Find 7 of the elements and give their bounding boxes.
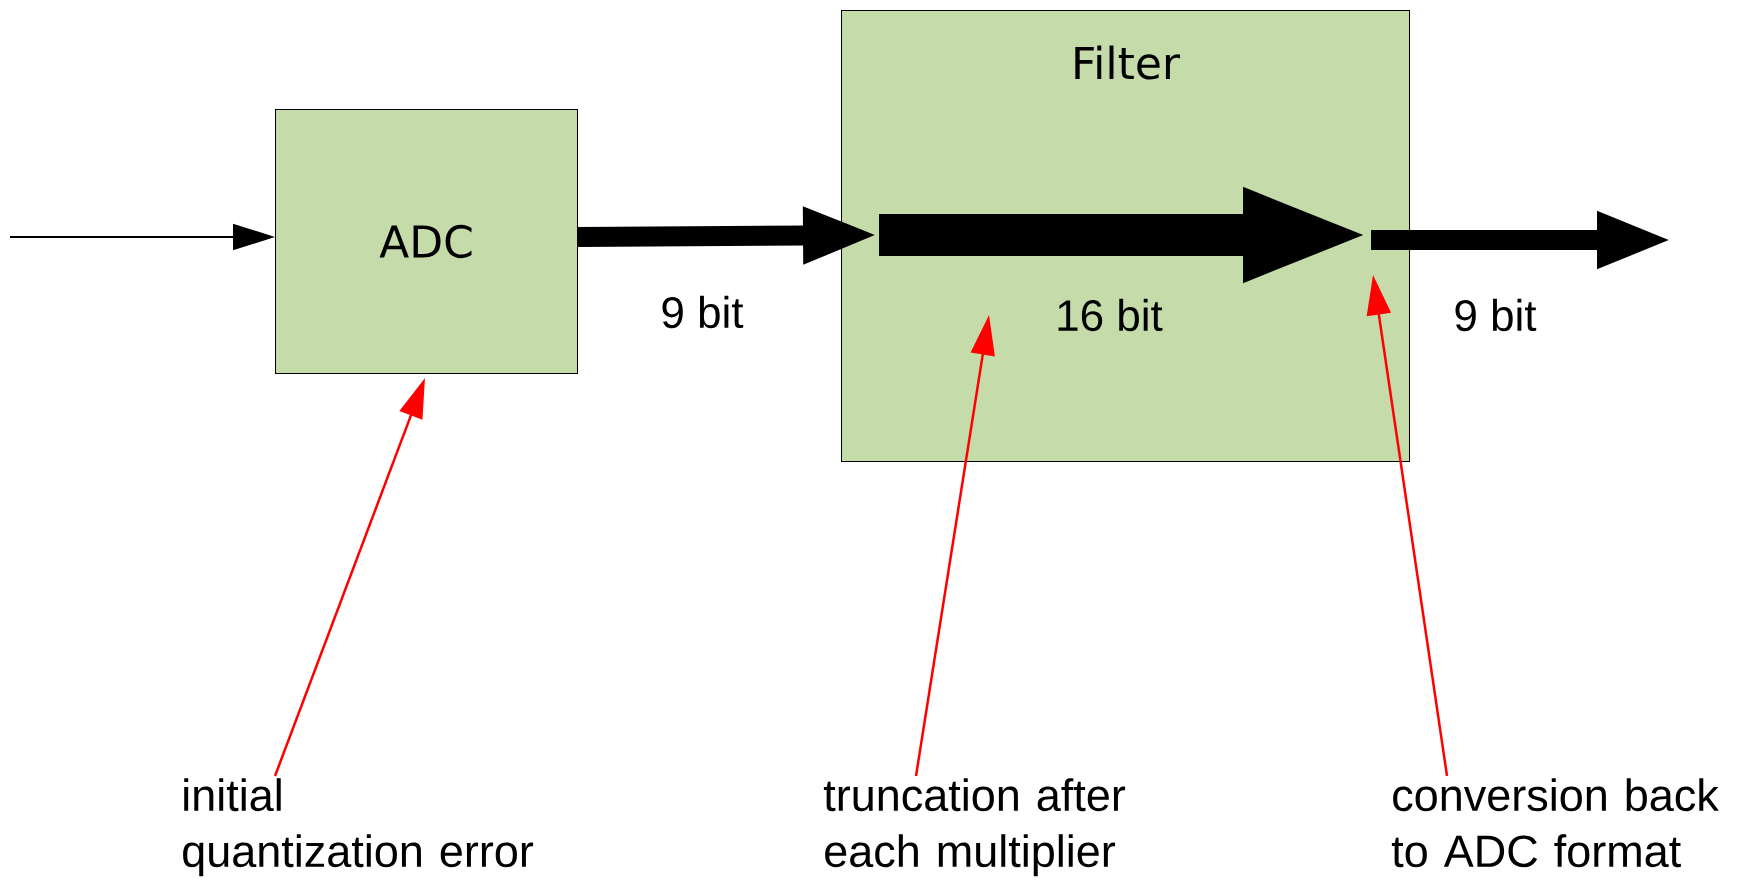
edge-label: 9 bit: [1455, 298, 1537, 332]
edge-label: 9 bit: [662, 295, 744, 329]
bit-width-label: 16 bit: [1058, 298, 1163, 332]
annotation-text: conversion back to ADC format: [1391, 778, 1719, 868]
process-box: ADC: [275, 109, 578, 374]
annotation-text: initial quantization error: [183, 778, 534, 877]
annotation-text: truncation after each multiplier: [823, 778, 1126, 877]
